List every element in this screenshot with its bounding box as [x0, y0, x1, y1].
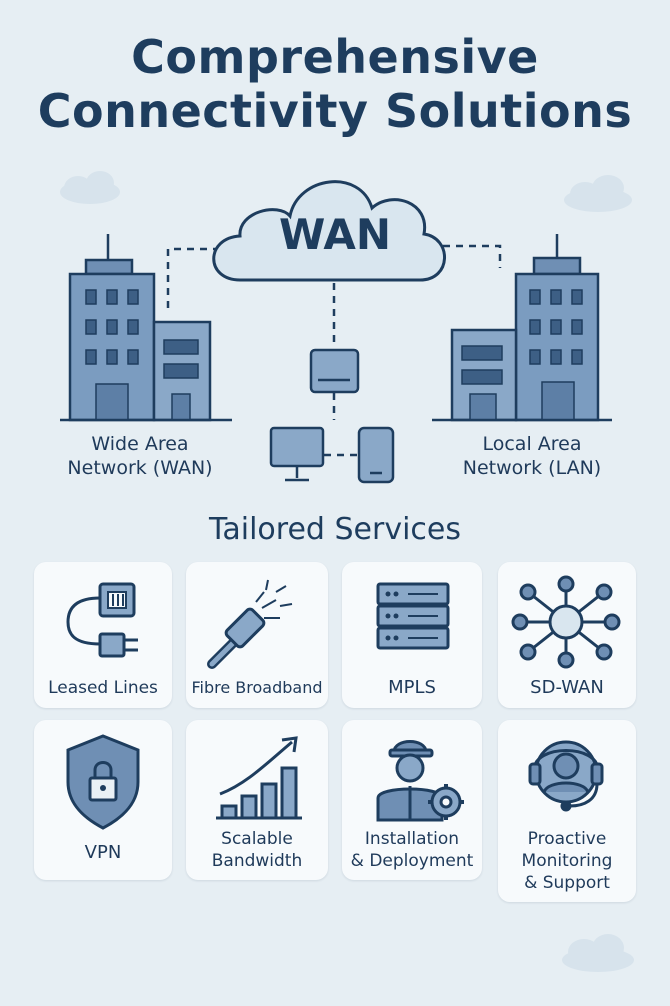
service-label-line-3: & Support — [524, 873, 610, 893]
service-label: VPN — [84, 842, 122, 863]
decor-cloud-bottom-icon — [562, 934, 634, 972]
desktop-monitor-icon — [269, 426, 325, 482]
service-card-fibre-broadband[interactable]: Fibre Broadband — [186, 562, 328, 708]
services-section-title: Tailored Services — [209, 512, 461, 547]
network-hub-icon — [511, 575, 621, 669]
headset-support-icon — [528, 740, 604, 812]
service-label: Fibre Broadband — [191, 678, 323, 697]
service-label-line-1: Proactive — [527, 829, 607, 849]
wan-caption: Wide Area Network (WAN) — [30, 432, 250, 480]
decor-cloud-left-icon — [60, 171, 120, 204]
service-card-mpls[interactable]: MPLS — [342, 562, 482, 708]
service-label: SD-WAN — [530, 677, 604, 698]
service-label: MPLS — [388, 677, 436, 698]
page-title: Comprehensive Connectivity Solutions — [0, 30, 670, 138]
service-card-proactive-monitoring[interactable]: Proactive Monitoring & Support — [498, 720, 636, 902]
service-label: Leased Lines — [48, 678, 158, 698]
lan-caption-line-1: Local Area — [482, 433, 582, 455]
service-label-line-1: Installation — [364, 829, 460, 849]
fibre-optic-icon — [207, 579, 293, 669]
wan-cloud-label: WAN — [278, 210, 392, 259]
service-card-leased-lines[interactable]: Leased Lines — [34, 562, 172, 708]
service-card-sd-wan[interactable]: SD-WAN — [498, 562, 636, 708]
technician-gear-icon — [376, 740, 464, 822]
right-building-icon — [432, 234, 612, 422]
title-line-2: Connectivity Solutions — [37, 84, 633, 138]
growth-chart-icon — [216, 736, 302, 820]
network-diagram: WAN Wide Area Network (WAN) Local Area N… — [0, 150, 670, 500]
mobile-phone-icon — [357, 426, 395, 484]
lan-caption-line-2: Network (LAN) — [462, 457, 602, 479]
dashed-connections — [166, 244, 502, 457]
server-rack-icon — [376, 582, 450, 650]
network-diagram-graphic — [60, 171, 632, 484]
service-label: Installation & Deployment — [342, 828, 482, 872]
shield-lock-icon — [66, 734, 140, 830]
wan-cloud-icon — [212, 180, 446, 282]
decor-cloud-right-icon — [564, 175, 632, 212]
left-building-icon — [60, 234, 232, 422]
wan-caption-line-1: Wide Area — [91, 433, 189, 455]
router-icon — [309, 348, 360, 394]
service-label-line-2: Monitoring — [521, 851, 613, 871]
lan-caption: Local Area Network (LAN) — [422, 432, 642, 480]
service-label-line-2: Bandwidth — [211, 851, 303, 871]
service-label: Scalable Bandwidth — [186, 828, 328, 872]
service-label-line-1: Scalable — [221, 829, 293, 849]
service-card-vpn[interactable]: VPN — [34, 720, 172, 880]
service-label-line-2: & Deployment — [350, 851, 474, 871]
title-line-1: Comprehensive — [131, 30, 539, 84]
wan-caption-line-2: Network (WAN) — [67, 457, 213, 479]
service-card-scalable-bandwidth[interactable]: Scalable Bandwidth — [186, 720, 328, 880]
service-label: Proactive Monitoring & Support — [498, 828, 636, 894]
cable-connector-icon — [66, 582, 138, 658]
service-card-installation[interactable]: Installation & Deployment — [342, 720, 482, 880]
